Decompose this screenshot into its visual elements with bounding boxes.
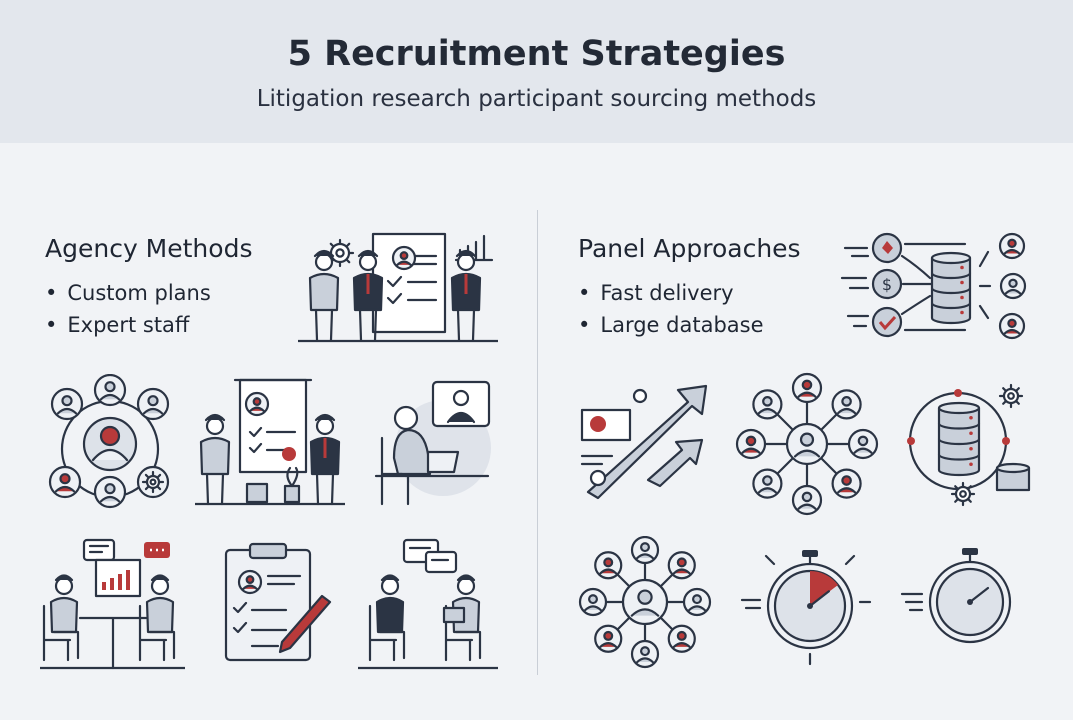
person-avatar-icon [998,232,1026,260]
speed-lines [900,592,924,612]
person-avatar-icon [630,536,660,565]
person-avatar-icon [847,428,879,460]
person-avatar-icon [998,312,1026,340]
person-avatar-icon [999,272,1027,300]
seated-person [444,574,482,662]
person-avatar-icon [630,639,660,669]
chat-bubble-icon [82,538,116,562]
check-icon [871,306,903,338]
person-avatar-icon [752,389,783,420]
person-figure [450,249,482,342]
person-avatar-icon [682,587,712,617]
speed-lines [840,246,870,328]
person-avatar-icon [667,551,696,580]
database-icon [930,251,972,325]
person-avatar-icon [391,245,417,271]
person-avatar-icon [791,484,823,516]
person-figure [352,249,384,342]
bullet-item: Large database [578,313,763,337]
clipboard-checklist-icon [224,542,332,662]
video-call-icon [374,380,491,506]
stopwatch-icon [740,550,872,666]
person-avatar-icon [136,387,170,421]
person-avatar-icon [735,428,767,460]
growth-arrow-icon [580,384,708,500]
chat-bubble-icon [402,538,458,574]
bullet-item: Expert staff [45,313,189,337]
database-gear-icon [907,383,1031,507]
person-avatar-icon [237,569,263,595]
page-title: 5 Recruitment Strategies [287,34,786,74]
seated-person [42,574,80,662]
person-avatar-icon [831,468,862,499]
divider [537,210,538,675]
pen-icon [278,594,332,654]
person-avatar-icon [594,551,623,580]
person-figure [309,413,341,506]
svg-text:$: $ [882,275,892,294]
bar-chart-icon [94,558,142,598]
person-avatar-icon [578,587,608,617]
pie-chart-icon [580,408,632,442]
person-avatar-icon [50,387,84,421]
small-database-icon [995,462,1031,492]
person-avatar-icon [785,422,829,466]
database-distribution-illustration: $ [840,232,1027,340]
bullet-item: Custom plans [45,281,210,305]
gear-icon [950,481,976,507]
video-window [431,380,491,428]
person-avatar-icon [244,391,270,417]
speed-lines [740,554,872,666]
growth-arrow [586,384,708,500]
person-avatar-icon [93,475,127,509]
seated-person [138,574,176,662]
presentation-board [233,378,313,474]
person-figure [199,413,231,506]
gear-icon [141,470,165,494]
person-avatar-icon [791,372,823,404]
agency-methods-heading: Agency Methods [45,234,253,263]
database-icon [937,401,981,477]
people-network-icon [578,536,712,669]
person-avatar-icon [594,624,623,653]
person-avatar-icon [667,624,696,653]
presentation-board-icon [195,378,345,506]
stopwatch-face [928,548,1012,644]
center-person-icon [82,416,138,472]
page-subtitle: Litigation research participant sourcing… [256,86,817,112]
person-figure [308,249,340,342]
people-network-icon [735,372,879,516]
meeting-table-icon [40,538,185,670]
person-avatar-icon [93,374,127,407]
interview-icon [358,538,498,670]
dollar-icon: $ [871,268,903,300]
header-band: 5 Recruitment Strategies Litigation rese… [0,0,1073,143]
team-presentation-illustration [298,232,498,343]
stopwatch-icon [900,548,1012,644]
plant-icon [283,466,301,504]
chat-bubble-icon [144,542,170,558]
person-avatar-icon [831,389,862,420]
gear-icon [998,383,1024,409]
seated-person [368,574,406,662]
people-network-icon [48,374,170,509]
panel-approaches-heading: Panel Approaches [578,234,801,263]
person-avatar-icon [48,465,82,499]
bullet-item: Fast delivery [578,281,733,305]
person-avatar-icon [621,578,669,626]
stopwatch-face [766,550,854,650]
person-avatar-icon [752,468,783,499]
